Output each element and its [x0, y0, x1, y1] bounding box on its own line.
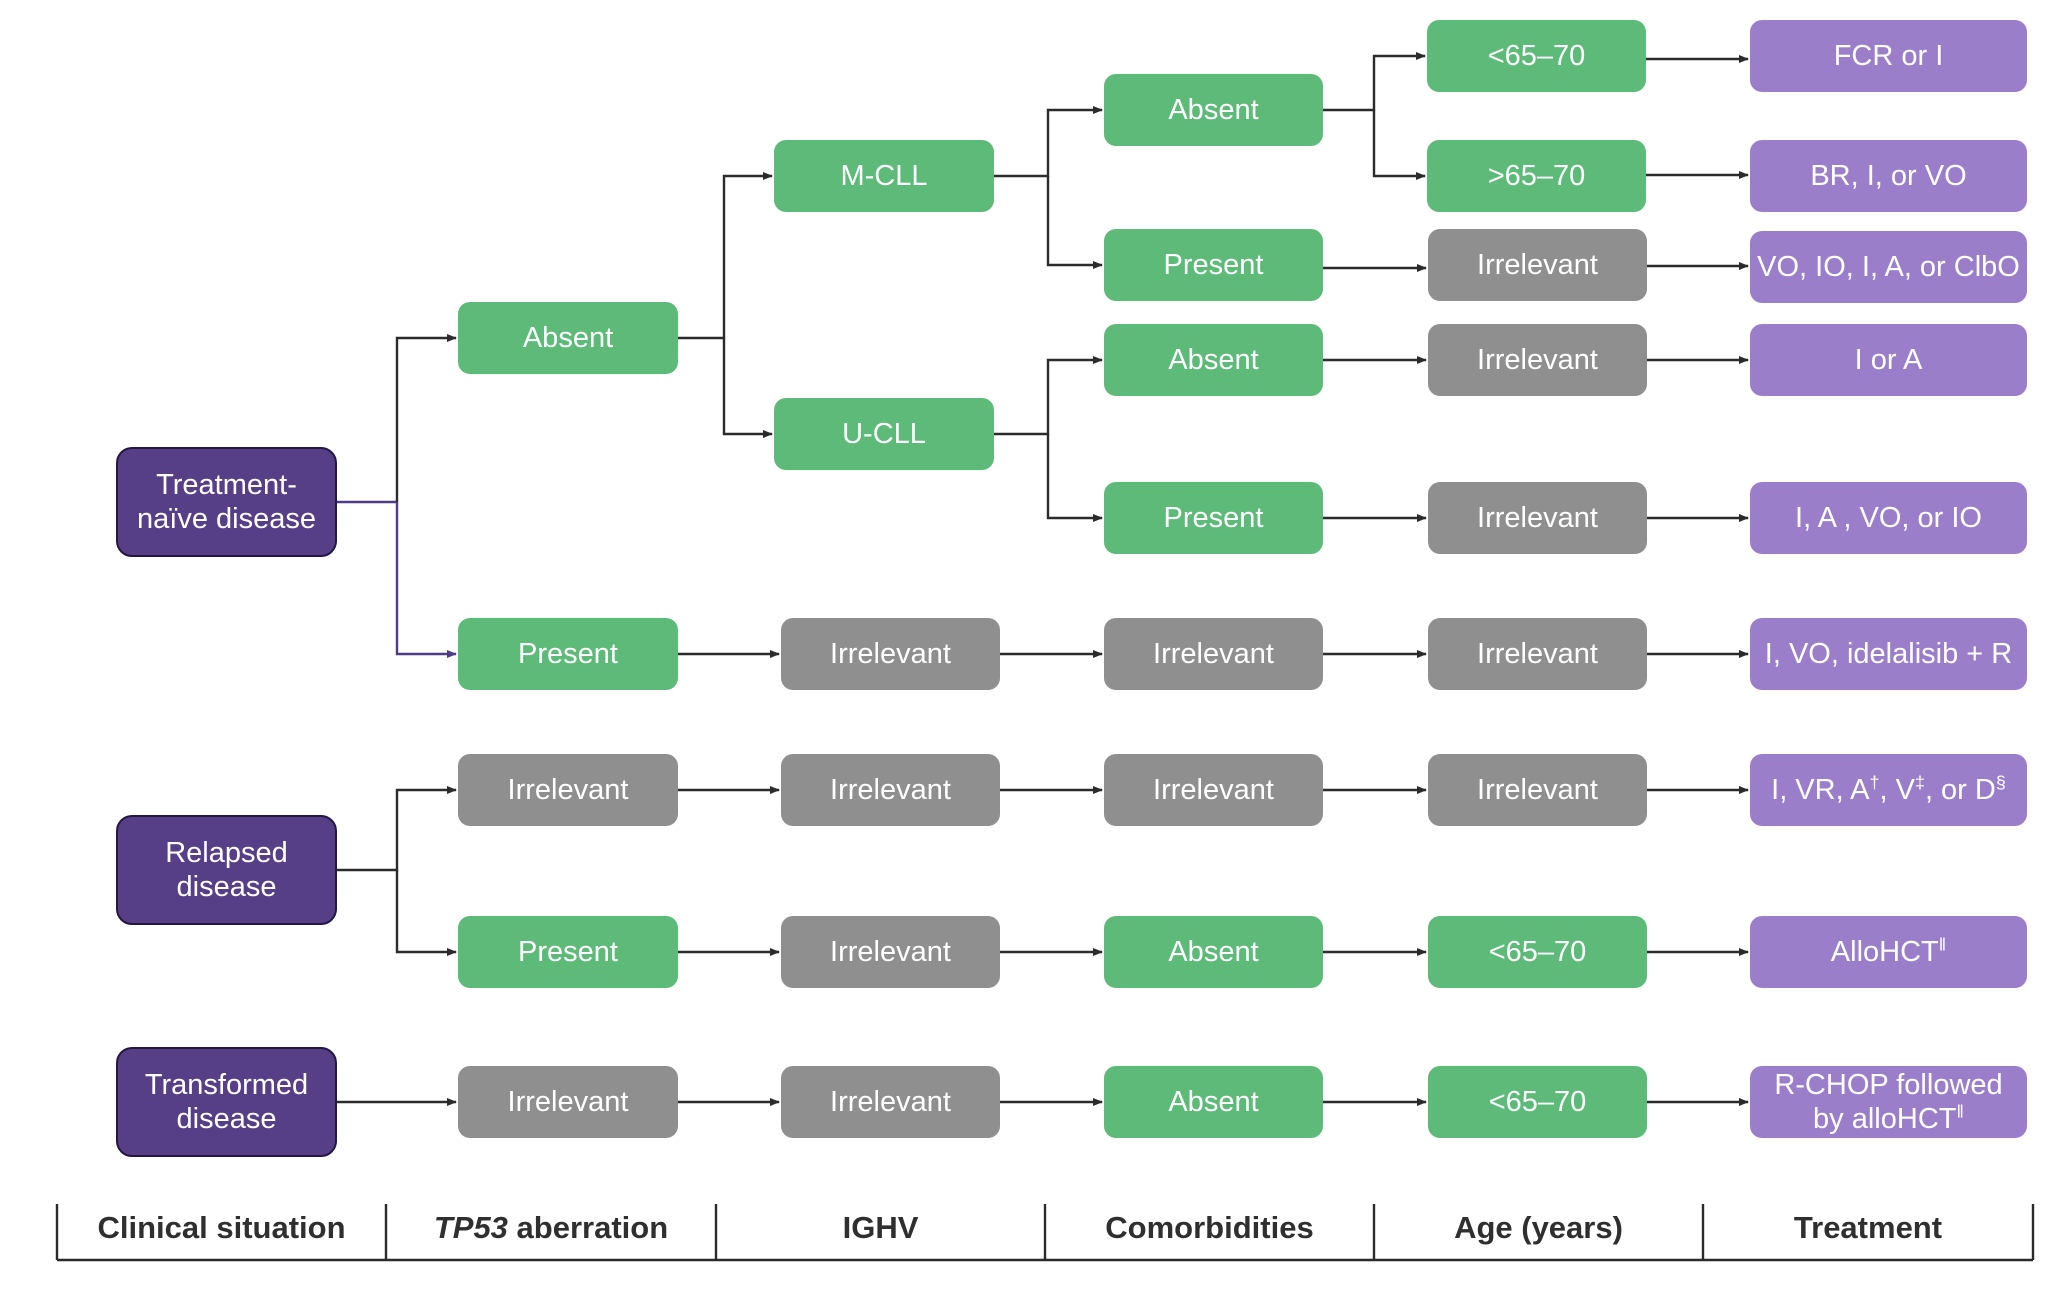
column-label-comorbidities: Comorbidities — [1105, 1210, 1314, 1245]
footnote-mark: ‡ — [1914, 772, 1925, 793]
treatment-text: I, VR, A — [1771, 773, 1870, 806]
node-tp53-irrelevant-relapsed: Irrelevant — [458, 754, 678, 826]
node-ighv-irrelevant: Irrelevant — [781, 1066, 1000, 1138]
footnote-mark: § — [1995, 772, 2006, 793]
node-ighv-irrelevant: Irrelevant — [781, 754, 1000, 826]
footnote-mark: † — [1869, 772, 1880, 793]
column-label-ighv: IGHV — [842, 1210, 919, 1245]
gene-name: TP53 — [433, 1210, 508, 1245]
treatment-text: R-CHOP followed by alloHCT — [1774, 1068, 2003, 1135]
node-treatment-allohct: AlloHCT‖ — [1750, 916, 2027, 988]
node-comorbidities-irrelevant: Irrelevant — [1104, 618, 1323, 690]
treatment-text: , or D — [1924, 773, 1996, 806]
node-ighv-irrelevant: Irrelevant — [781, 916, 1000, 988]
node-age-irrelevant: Irrelevant — [1428, 618, 1647, 690]
node-comorbidities-present: Present — [1104, 482, 1323, 554]
node-ighv-irrelevant: Irrelevant — [781, 618, 1000, 690]
node-age-irrelevant: Irrelevant — [1428, 482, 1647, 554]
node-age-under-65-70: <65–70 — [1428, 1066, 1647, 1138]
node-treatment-relapsed-options: I, VR, A†, V‡, or D§ — [1750, 754, 2027, 826]
node-age-over-65-70: >65–70 — [1427, 140, 1646, 212]
node-comorbidities-irrelevant: Irrelevant — [1104, 754, 1323, 826]
node-comorbidities-absent: Absent — [1104, 74, 1323, 146]
node-treatment-rchop-allohct: R-CHOP followed by alloHCT‖ — [1750, 1066, 2027, 1138]
node-age-irrelevant: Irrelevant — [1428, 229, 1647, 301]
footnote-mark: ‖ — [1956, 1101, 1964, 1122]
column-label-clinical-situation: Clinical situation — [97, 1210, 346, 1245]
node-tp53-absent: Absent — [458, 302, 678, 374]
node-relapsed-disease: Relapsed disease — [116, 815, 337, 925]
node-tp53-irrelevant-transformed: Irrelevant — [458, 1066, 678, 1138]
node-treatment-i-a-vo-io: I, A , VO, or IO — [1750, 482, 2027, 554]
node-treatment-vo-io-i-a-clbo: VO, IO, I, A, or ClbO — [1750, 231, 2027, 303]
node-tp53-present: Present — [458, 618, 678, 690]
node-comorbidities-absent: Absent — [1104, 916, 1323, 988]
node-comorbidities-absent: Absent — [1104, 1066, 1323, 1138]
node-treatment-naive: Treatment- naïve disease — [116, 447, 337, 557]
treatment-text: AlloHCT — [1830, 935, 1939, 968]
node-tp53-present-relapsed: Present — [458, 916, 678, 988]
node-treatment-br-i-vo: BR, I, or VO — [1750, 140, 2027, 212]
node-age-under-65-70: <65–70 — [1427, 20, 1646, 92]
node-age-under-65-70: <65–70 — [1428, 916, 1647, 988]
treatment-text: , V — [1879, 773, 1915, 806]
node-comorbidities-present: Present — [1104, 229, 1323, 301]
footnote-mark: ‖ — [1938, 934, 1947, 955]
column-label-age: Age (years) — [1454, 1210, 1623, 1245]
node-ighv-mcll: M-CLL — [774, 140, 994, 212]
node-treatment-fcr-or-i: FCR or I — [1750, 20, 2027, 92]
node-treatment-i-vo-idelalisib-r: I, VO, idelalisib + R — [1750, 618, 2027, 690]
node-age-irrelevant: Irrelevant — [1428, 324, 1647, 396]
node-transformed-disease: Transformed disease — [116, 1047, 337, 1157]
column-label-treatment: Treatment — [1793, 1210, 1943, 1245]
node-treatment-i-or-a: I or A — [1750, 324, 2027, 396]
node-age-irrelevant: Irrelevant — [1428, 754, 1647, 826]
node-comorbidities-absent: Absent — [1104, 324, 1323, 396]
column-label-text: aberration — [507, 1210, 669, 1245]
column-label-tp53-aberration: TP53 aberration — [386, 1200, 716, 1256]
node-ighv-ucll: U-CLL — [774, 398, 994, 470]
